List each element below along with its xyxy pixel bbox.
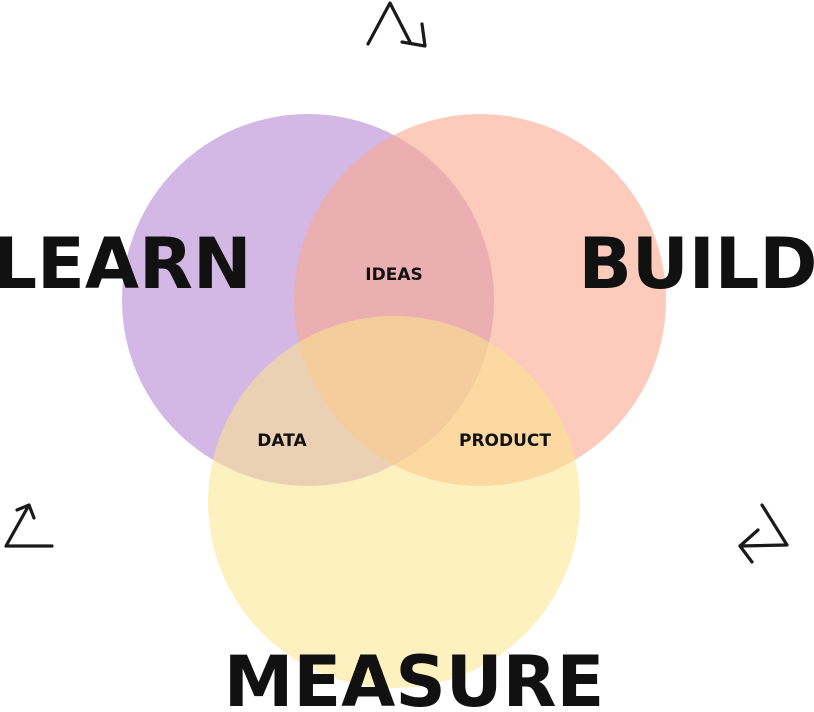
circles-layer <box>122 114 666 688</box>
product-label: PRODUCT <box>459 431 551 451</box>
left-arrow-icon <box>4 503 54 548</box>
top-arrow-icon <box>366 1 427 48</box>
arrows-layer <box>4 1 789 564</box>
data-label: DATA <box>257 431 307 451</box>
ideas-label: IDEAS <box>365 265 422 285</box>
right-arrow-icon <box>738 503 789 564</box>
build-label: BUILD <box>579 223 814 305</box>
labels-layer: LEARN BUILD MEASURE IDEAS DATA PRODUCT <box>0 223 814 712</box>
measure-label: MEASURE <box>224 641 605 712</box>
learn-label: LEARN <box>0 223 252 305</box>
measure-circle <box>208 316 580 688</box>
